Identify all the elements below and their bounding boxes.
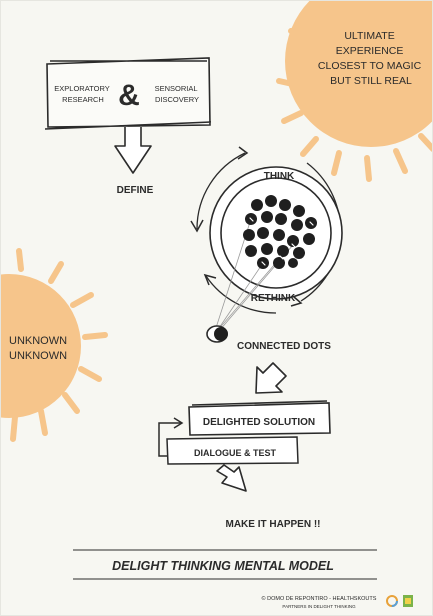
svg-text:ULTIMATE EXPERIENCE: ULTIMATE EXPERIENCE CLOSEST TO MAGIC BUT…: [318, 30, 424, 87]
dialogue-test-label: DIALOGUE & TEST: [194, 448, 277, 458]
footer-partner-line: PARTNERS IN DELIGHT THINKING: [282, 604, 356, 609]
dot: [257, 227, 269, 239]
arrow-down-solution-icon: [255, 362, 287, 394]
research-box-left-line: EXPLORATORY: [54, 84, 109, 93]
dot: [273, 229, 285, 241]
dot: [293, 247, 305, 259]
research-box-frame: [44, 57, 212, 130]
sun-top-right-disc: [285, 1, 432, 147]
sun-left: UNKNOWN UNKNOWN: [1, 248, 108, 442]
make-it-happen-label: MAKE IT HAPPEN !!: [226, 519, 321, 530]
define-label: DEFINE: [117, 185, 154, 196]
dot: [291, 219, 303, 231]
sun-top-right-text-line: EXPERIENCE: [336, 45, 404, 57]
solution-group: DIALOGUE & TEST DELIGHTED SOLUTION: [158, 400, 331, 465]
dot: [265, 195, 277, 207]
loop-back-arrowhead-icon: [173, 417, 184, 429]
dot: [273, 257, 285, 269]
cycle-arc-left: [196, 152, 246, 230]
dot: [261, 243, 273, 255]
research-box-right-line: SENSORIAL: [155, 84, 198, 93]
research-box-ampersand: &: [118, 79, 140, 112]
delight-logo-icon: [386, 595, 398, 607]
svg-text:UNKNOWN UNKNOWN: UNKNOWN UNKNOWN: [9, 335, 70, 362]
loop-back-arrow: [158, 422, 181, 457]
think-rethink-cycle: THINK RETHINK: [190, 146, 343, 332]
connected-dots-label: CONNECTED DOTS: [237, 341, 331, 352]
dialogue-test-box: [166, 436, 299, 465]
cycle-arc-bottom: [205, 275, 277, 314]
sun-left-disc: [1, 274, 81, 418]
svg-text:SENSORIAL DISCOVERY: SENSORIAL DISCOVERY: [155, 84, 200, 104]
dot: [251, 199, 263, 211]
cycle-arrowhead-icon: [203, 273, 217, 286]
sun-top-right-text-line: CLOSEST TO MAGIC: [318, 60, 422, 72]
cycle-arrowhead-icon: [190, 219, 204, 233]
dot: [261, 211, 273, 223]
dot: [277, 245, 289, 257]
cycle-arrowhead-icon: [237, 146, 249, 160]
research-box: EXPLORATORY RESEARCH & SENSORIAL DISCOVE…: [44, 57, 212, 130]
sun-left-text-line: UNKNOWN: [9, 350, 67, 362]
dot: [275, 213, 287, 225]
dot-sparkles: [249, 217, 314, 266]
think-label: THINK: [264, 171, 295, 182]
arrow-down-make-it-happen-icon: [216, 464, 247, 492]
sun-top-right-text-line: ULTIMATE: [344, 30, 394, 42]
dot: [288, 258, 298, 268]
footer-credit-line: © DOMO DE REPONTIRO - HEALTHSKOUTS: [262, 595, 377, 602]
arrow-down-define-icon: [114, 127, 152, 174]
sun-left-rays-icon: [10, 248, 108, 442]
sun-top-right-text-line: BUT STILL REAL: [330, 75, 412, 87]
dot: [293, 205, 305, 217]
rethink-label: RETHINK: [251, 293, 296, 304]
dot: [287, 235, 299, 247]
dot: [303, 233, 315, 245]
delighted-solution-box: [188, 400, 331, 436]
cycle-arrowhead-icon: [290, 296, 303, 307]
sun-top-right: ULTIMATE EXPERIENCE CLOSEST TO MAGIC BUT…: [276, 1, 432, 182]
delighted-solution-label: DELIGHTED SOLUTION: [203, 417, 315, 428]
healthskouts-logo-icon: [403, 595, 413, 607]
sun-left-text-line: UNKNOWN: [9, 335, 67, 347]
dots-cluster: [243, 195, 317, 269]
dot: [245, 245, 257, 257]
poster-title: DELIGHT THINKING MENTAL MODEL: [112, 559, 334, 573]
svg-text:EXPLORATORY RESEARCH: EXPLORATORY RESEARCH: [54, 84, 111, 104]
dot: [243, 229, 255, 241]
dot: [279, 199, 291, 211]
research-box-right-line: DISCOVERY: [155, 95, 199, 104]
connected-dots-icon: [206, 325, 228, 343]
research-box-left-line: RESEARCH: [62, 95, 104, 104]
